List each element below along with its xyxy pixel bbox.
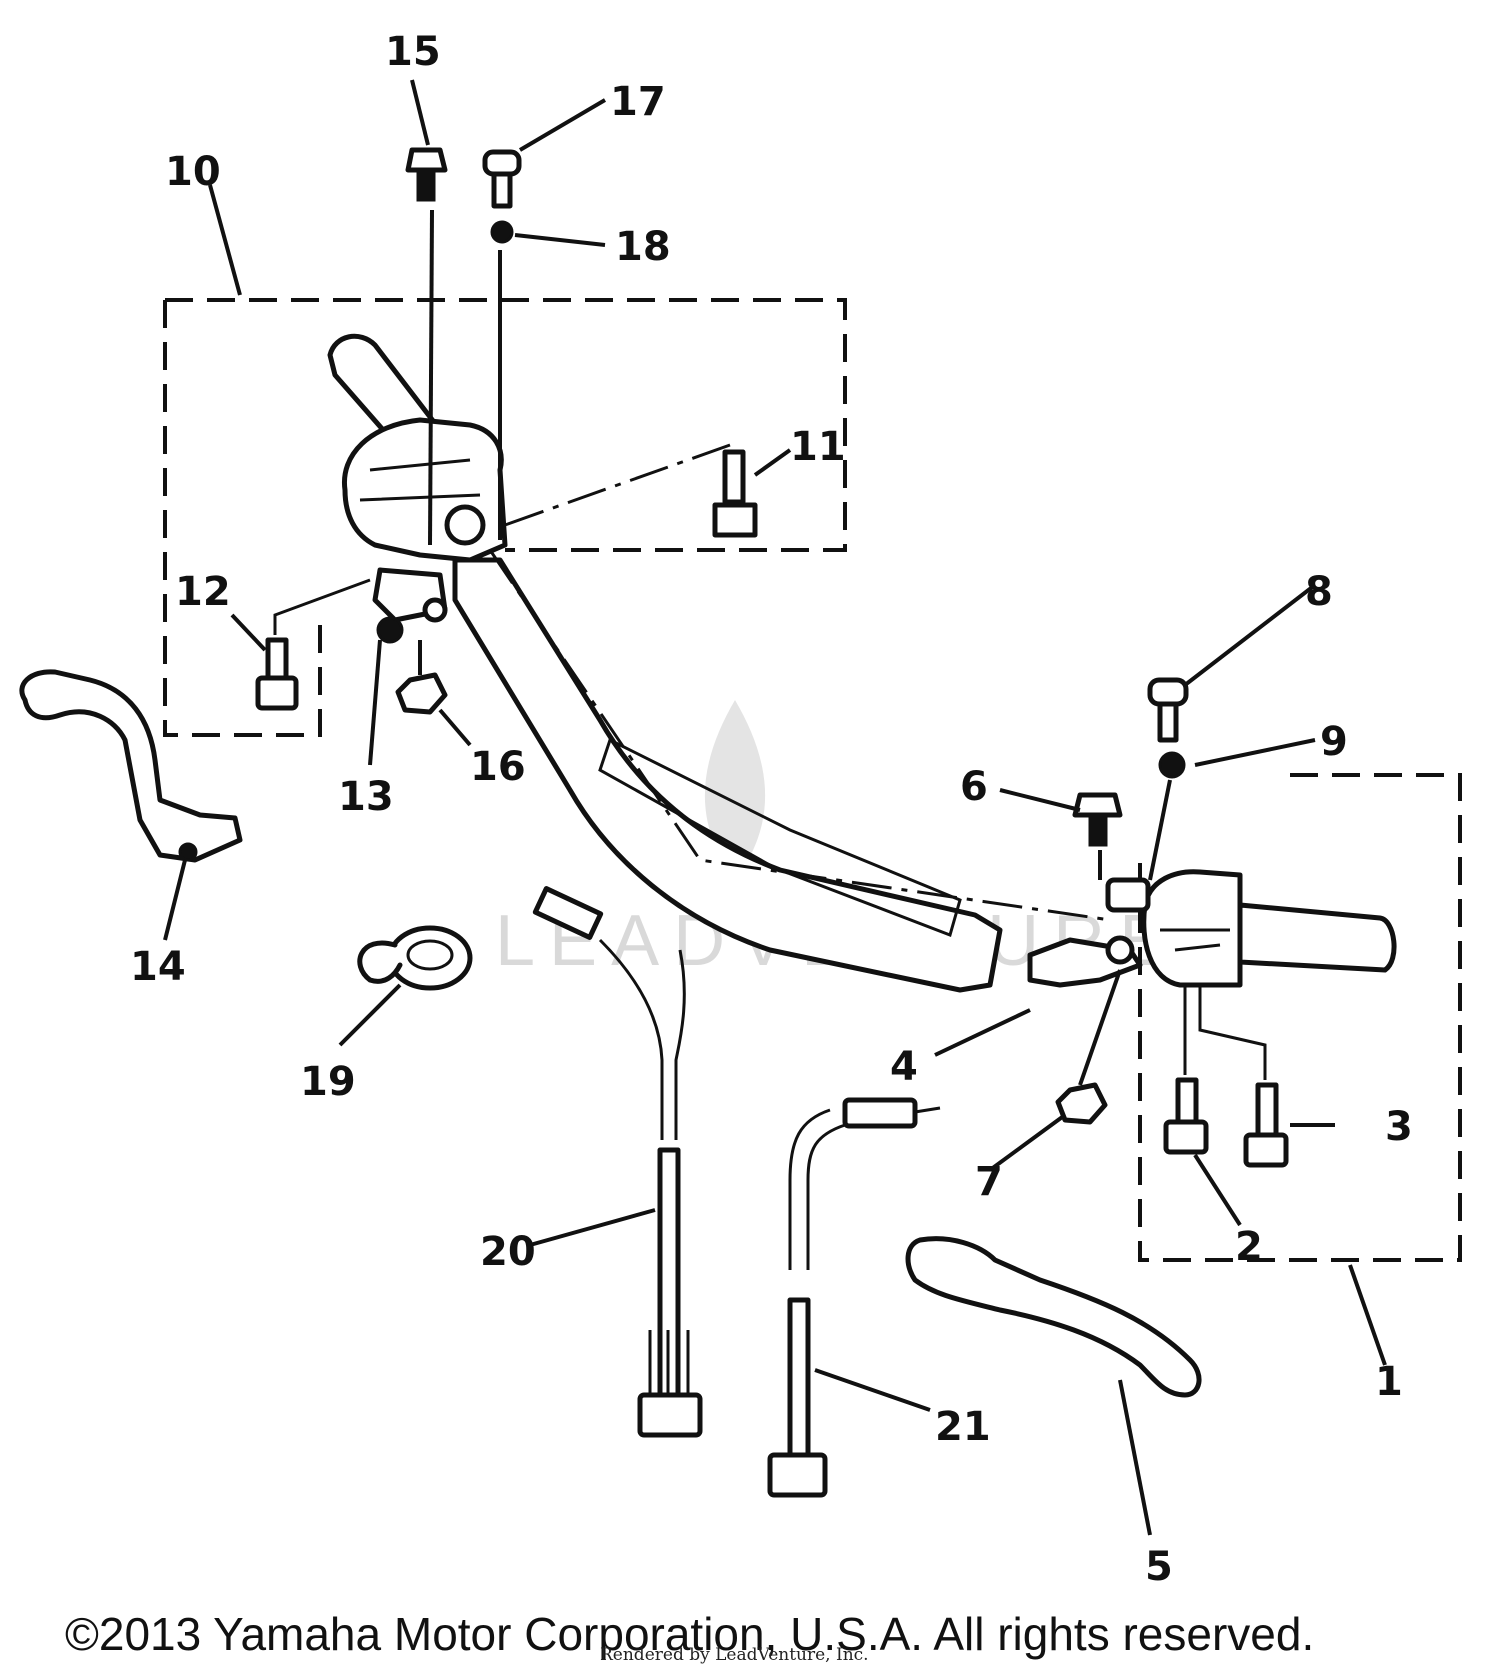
callout-12: 12 — [175, 569, 231, 615]
callout-1: 1 — [1375, 1359, 1403, 1405]
screw-11 — [504, 443, 758, 538]
assembly-1-box — [1138, 773, 1462, 1262]
bolt-6 — [1072, 792, 1123, 880]
callout-16: 16 — [470, 744, 526, 790]
callout-21: 21 — [935, 1404, 991, 1450]
handlebar — [452, 549, 1111, 993]
left-switch-housing — [327, 333, 508, 644]
bolt-15 — [405, 147, 448, 546]
lever-bracket-4 — [1027, 877, 1151, 988]
screw-3 — [1198, 985, 1289, 1168]
callout-20: 20 — [480, 1229, 536, 1275]
screw-12 — [255, 578, 371, 711]
callout-9: 9 — [1320, 719, 1348, 765]
watermark-flame-icon — [704, 700, 766, 880]
bolt-8 — [1147, 677, 1189, 881]
callout-19: 19 — [300, 1059, 356, 1105]
copyright-notice: ©2013 Yamaha Motor Corporation, U.S.A. A… — [65, 1608, 1314, 1660]
leader-lines — [163, 79, 1387, 1536]
callout-13: 13 — [338, 774, 394, 820]
rendered-by-notice: Rendered by LeadVenture, Inc. — [600, 1645, 869, 1665]
callout-10: 10 — [165, 149, 221, 195]
screw-2 — [1163, 985, 1209, 1155]
cable-21 — [767, 1097, 941, 1498]
callout-3: 3 — [1385, 1104, 1413, 1150]
callout-14: 14 — [130, 944, 186, 990]
callout-4: 4 — [890, 1044, 918, 1090]
lever-14 — [19, 669, 243, 863]
callout-15: 15 — [385, 29, 441, 75]
nut-7 — [1055, 969, 1122, 1125]
callout-6: 6 — [960, 764, 988, 810]
clamp-19 — [357, 925, 473, 991]
assembly-10-box — [165, 298, 847, 552]
callout-8: 8 — [1305, 569, 1333, 615]
callout-7: 7 — [975, 1159, 1003, 1205]
lever-5 — [905, 1236, 1202, 1398]
cable-20 — [532, 886, 703, 1438]
right-switch-housing — [1141, 869, 1397, 988]
callout-11: 11 — [790, 424, 846, 470]
nut-16 — [395, 640, 448, 715]
callout-17: 17 — [610, 79, 666, 125]
callout-2: 2 — [1235, 1224, 1263, 1270]
callout-18: 18 — [615, 224, 671, 270]
callouts: 15 17 18 10 11 12 13 16 14 19 20 21 8 9 … — [130, 29, 1413, 1590]
callout-5: 5 — [1145, 1544, 1173, 1590]
bolt-17 — [482, 149, 522, 540]
